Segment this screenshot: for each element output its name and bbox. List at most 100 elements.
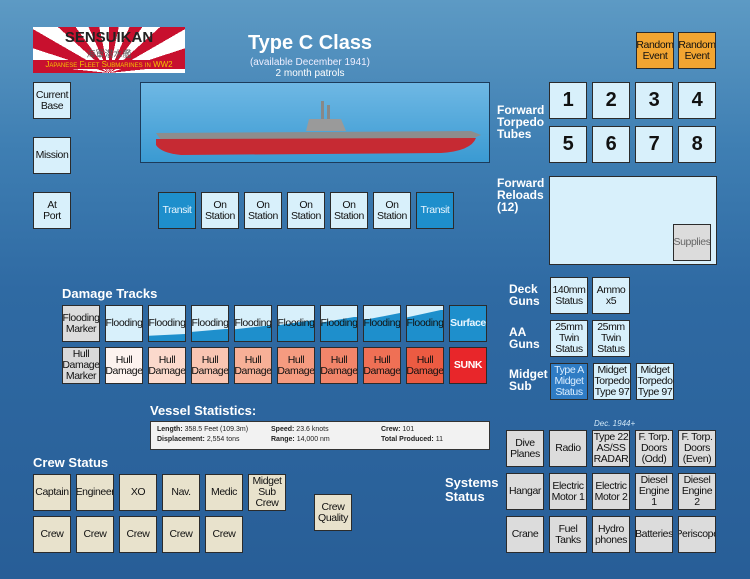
patrol-box[interactable]: On Station — [201, 192, 239, 229]
deck-gun-box-label: Ammo x5 — [596, 283, 626, 307]
crew-box[interactable]: Crew — [205, 516, 243, 553]
system-box[interactable]: Dive Planes — [506, 430, 544, 467]
flooding-box[interactable]: Flooding — [363, 305, 401, 342]
torpedo-tube-8[interactable]: 8 — [678, 126, 716, 163]
system-box[interactable]: Hangar — [506, 473, 544, 510]
torpedo-tube-7[interactable]: 7 — [635, 126, 673, 163]
hull-damage-box[interactable]: Hull Damage — [105, 347, 143, 384]
system-box[interactable]: Diesel Engine 2 — [678, 473, 716, 510]
logo-title: SENSUIKAN — [64, 29, 154, 46]
mission-box[interactable]: Mission — [33, 137, 71, 174]
stat-key: Speed: — [271, 426, 295, 433]
crew-box-label: Midget Sub Crew — [252, 475, 282, 509]
system-box[interactable]: F. Torp. Doors (Odd) — [635, 430, 673, 467]
system-box[interactable]: Fuel Tanks — [549, 516, 587, 553]
hull-damage-box-label: Hull Damage — [277, 353, 315, 377]
crew-quality-box[interactable]: Crew Quality — [314, 494, 352, 531]
sunk-box[interactable]: SUNK — [449, 347, 487, 384]
flooding-box[interactable]: Flooding — [320, 305, 358, 342]
stat-value: 2,554 tons — [206, 436, 240, 443]
hull-damage-box-label: Hull Damage — [234, 353, 272, 377]
flooding-box-label: Flooding — [320, 317, 358, 329]
torpedo-tube-3[interactable]: 3 — [635, 82, 673, 119]
system-box[interactable]: Diesel Engine 1 — [635, 473, 673, 510]
crew-box[interactable]: Crew — [162, 516, 200, 553]
flooding-box[interactable]: Flooding — [105, 305, 143, 342]
flooding-box-label: Flooding — [105, 317, 143, 329]
flooding-box[interactable]: Flooding — [148, 305, 186, 342]
crew-box[interactable]: Crew — [33, 516, 71, 553]
at-port-box[interactable]: At Port — [33, 192, 71, 229]
forward-reloads-label: Forward Reloads (12) — [497, 176, 545, 214]
crew-box[interactable]: Engineer — [76, 474, 114, 511]
patrol-box[interactable]: On Station — [287, 192, 325, 229]
system-box[interactable]: Hydro phones — [592, 516, 630, 553]
system-box[interactable]: F. Torp. Doors (Even) — [678, 430, 716, 467]
hull-damage-box[interactable]: Hull Damage — [363, 347, 401, 384]
crew-box[interactable]: Midget Sub Crew — [248, 474, 286, 511]
system-box[interactable]: Type 22 AS/SS RADAR — [592, 430, 630, 467]
system-box-label: Dive Planes — [510, 436, 540, 460]
patrol-box-label: On Station — [377, 198, 407, 222]
crew-box[interactable]: Crew — [119, 516, 157, 553]
system-box[interactable]: Crane — [506, 516, 544, 553]
hull-damage-box[interactable]: Hull Damage — [234, 347, 272, 384]
crew-box[interactable]: XO — [119, 474, 157, 511]
crew-box[interactable]: Captain — [33, 474, 71, 511]
damage-tracks-title: Damage Tracks — [62, 286, 158, 301]
patrol-box[interactable]: On Station — [244, 192, 282, 229]
midget-box[interactable]: Type A Midget Status — [550, 363, 588, 400]
torpedo-tube-5[interactable]: 5 — [549, 126, 587, 163]
crew-box-label: Nav. — [171, 486, 191, 498]
hull-damage-box-label: Hull Damage — [148, 353, 186, 377]
hull-damage-box[interactable]: Hull Damage — [191, 347, 229, 384]
current-base-box[interactable]: Current Base — [33, 82, 71, 119]
torpedo-tube-6[interactable]: 6 — [592, 126, 630, 163]
midget-box[interactable]: Midget Torpedo Type 97 — [593, 363, 631, 400]
system-box[interactable]: Batteries — [635, 516, 673, 553]
torpedo-tube-4[interactable]: 4 — [678, 82, 716, 119]
deck-gun-box[interactable]: Ammo x5 — [592, 277, 630, 314]
flooding-box[interactable]: Flooding — [191, 305, 229, 342]
stat-key: Crew: — [381, 426, 401, 433]
hull-damage-box[interactable]: Hull Damage — [320, 347, 358, 384]
sunk-box-label: SUNK — [453, 359, 483, 371]
system-box[interactable]: Electric Motor 1 — [549, 473, 587, 510]
system-box-label: Hydro phones — [594, 522, 628, 546]
system-box[interactable]: Periscope — [678, 516, 716, 553]
hull-damage-box-label: Hull Damage — [191, 353, 229, 377]
hull-damage-box[interactable]: Hull Damage — [148, 347, 186, 384]
flooding-box[interactable]: Flooding — [277, 305, 315, 342]
hull-damage-box[interactable]: Hull Damage — [277, 347, 315, 384]
flooding-box[interactable]: Surface — [449, 305, 487, 342]
aa-gun-box[interactable]: 25mm Twin Status — [592, 320, 630, 357]
patrol-box[interactable]: Transit — [158, 192, 196, 229]
stat-key: Length: — [157, 426, 183, 433]
crew-box[interactable]: Nav. — [162, 474, 200, 511]
hull-marker-box[interactable]: Hull Damage Marker — [62, 347, 100, 384]
midget-box[interactable]: Midget Torpedo Type 97 — [636, 363, 674, 400]
aa-gun-box[interactable]: 25mm Twin Status — [550, 320, 588, 357]
patrol-box[interactable]: Transit — [416, 192, 454, 229]
system-box[interactable]: Electric Motor 2 — [592, 473, 630, 510]
random-event-2[interactable]: Random Event — [678, 32, 716, 69]
flooding-box[interactable]: Flooding — [406, 305, 444, 342]
system-box[interactable]: Radio — [549, 430, 587, 467]
torpedo-tube-2[interactable]: 2 — [592, 82, 630, 119]
stat-key: Total Produced: — [381, 436, 434, 443]
flood-level-fill — [192, 328, 228, 341]
stat-item: Speed: 23.6 knots — [271, 426, 329, 433]
supplies-box[interactable]: Supplies — [673, 224, 711, 261]
crew-box[interactable]: Crew — [76, 516, 114, 553]
torpedo-tube-1[interactable]: 1 — [549, 82, 587, 119]
patrol-box[interactable]: On Station — [330, 192, 368, 229]
flooding-marker-box[interactable]: Flooding Marker — [62, 305, 100, 342]
flooding-box[interactable]: Flooding — [234, 305, 272, 342]
random-event-1[interactable]: Random Event — [636, 32, 674, 69]
stat-value: 101 — [402, 426, 415, 433]
deck-gun-box[interactable]: 140mm Status — [550, 277, 588, 314]
hull-damage-box[interactable]: Hull Damage — [406, 347, 444, 384]
crew-box[interactable]: Medic — [205, 474, 243, 511]
patrol-box[interactable]: On Station — [373, 192, 411, 229]
system-box-label: Diesel Engine 2 — [681, 474, 713, 508]
